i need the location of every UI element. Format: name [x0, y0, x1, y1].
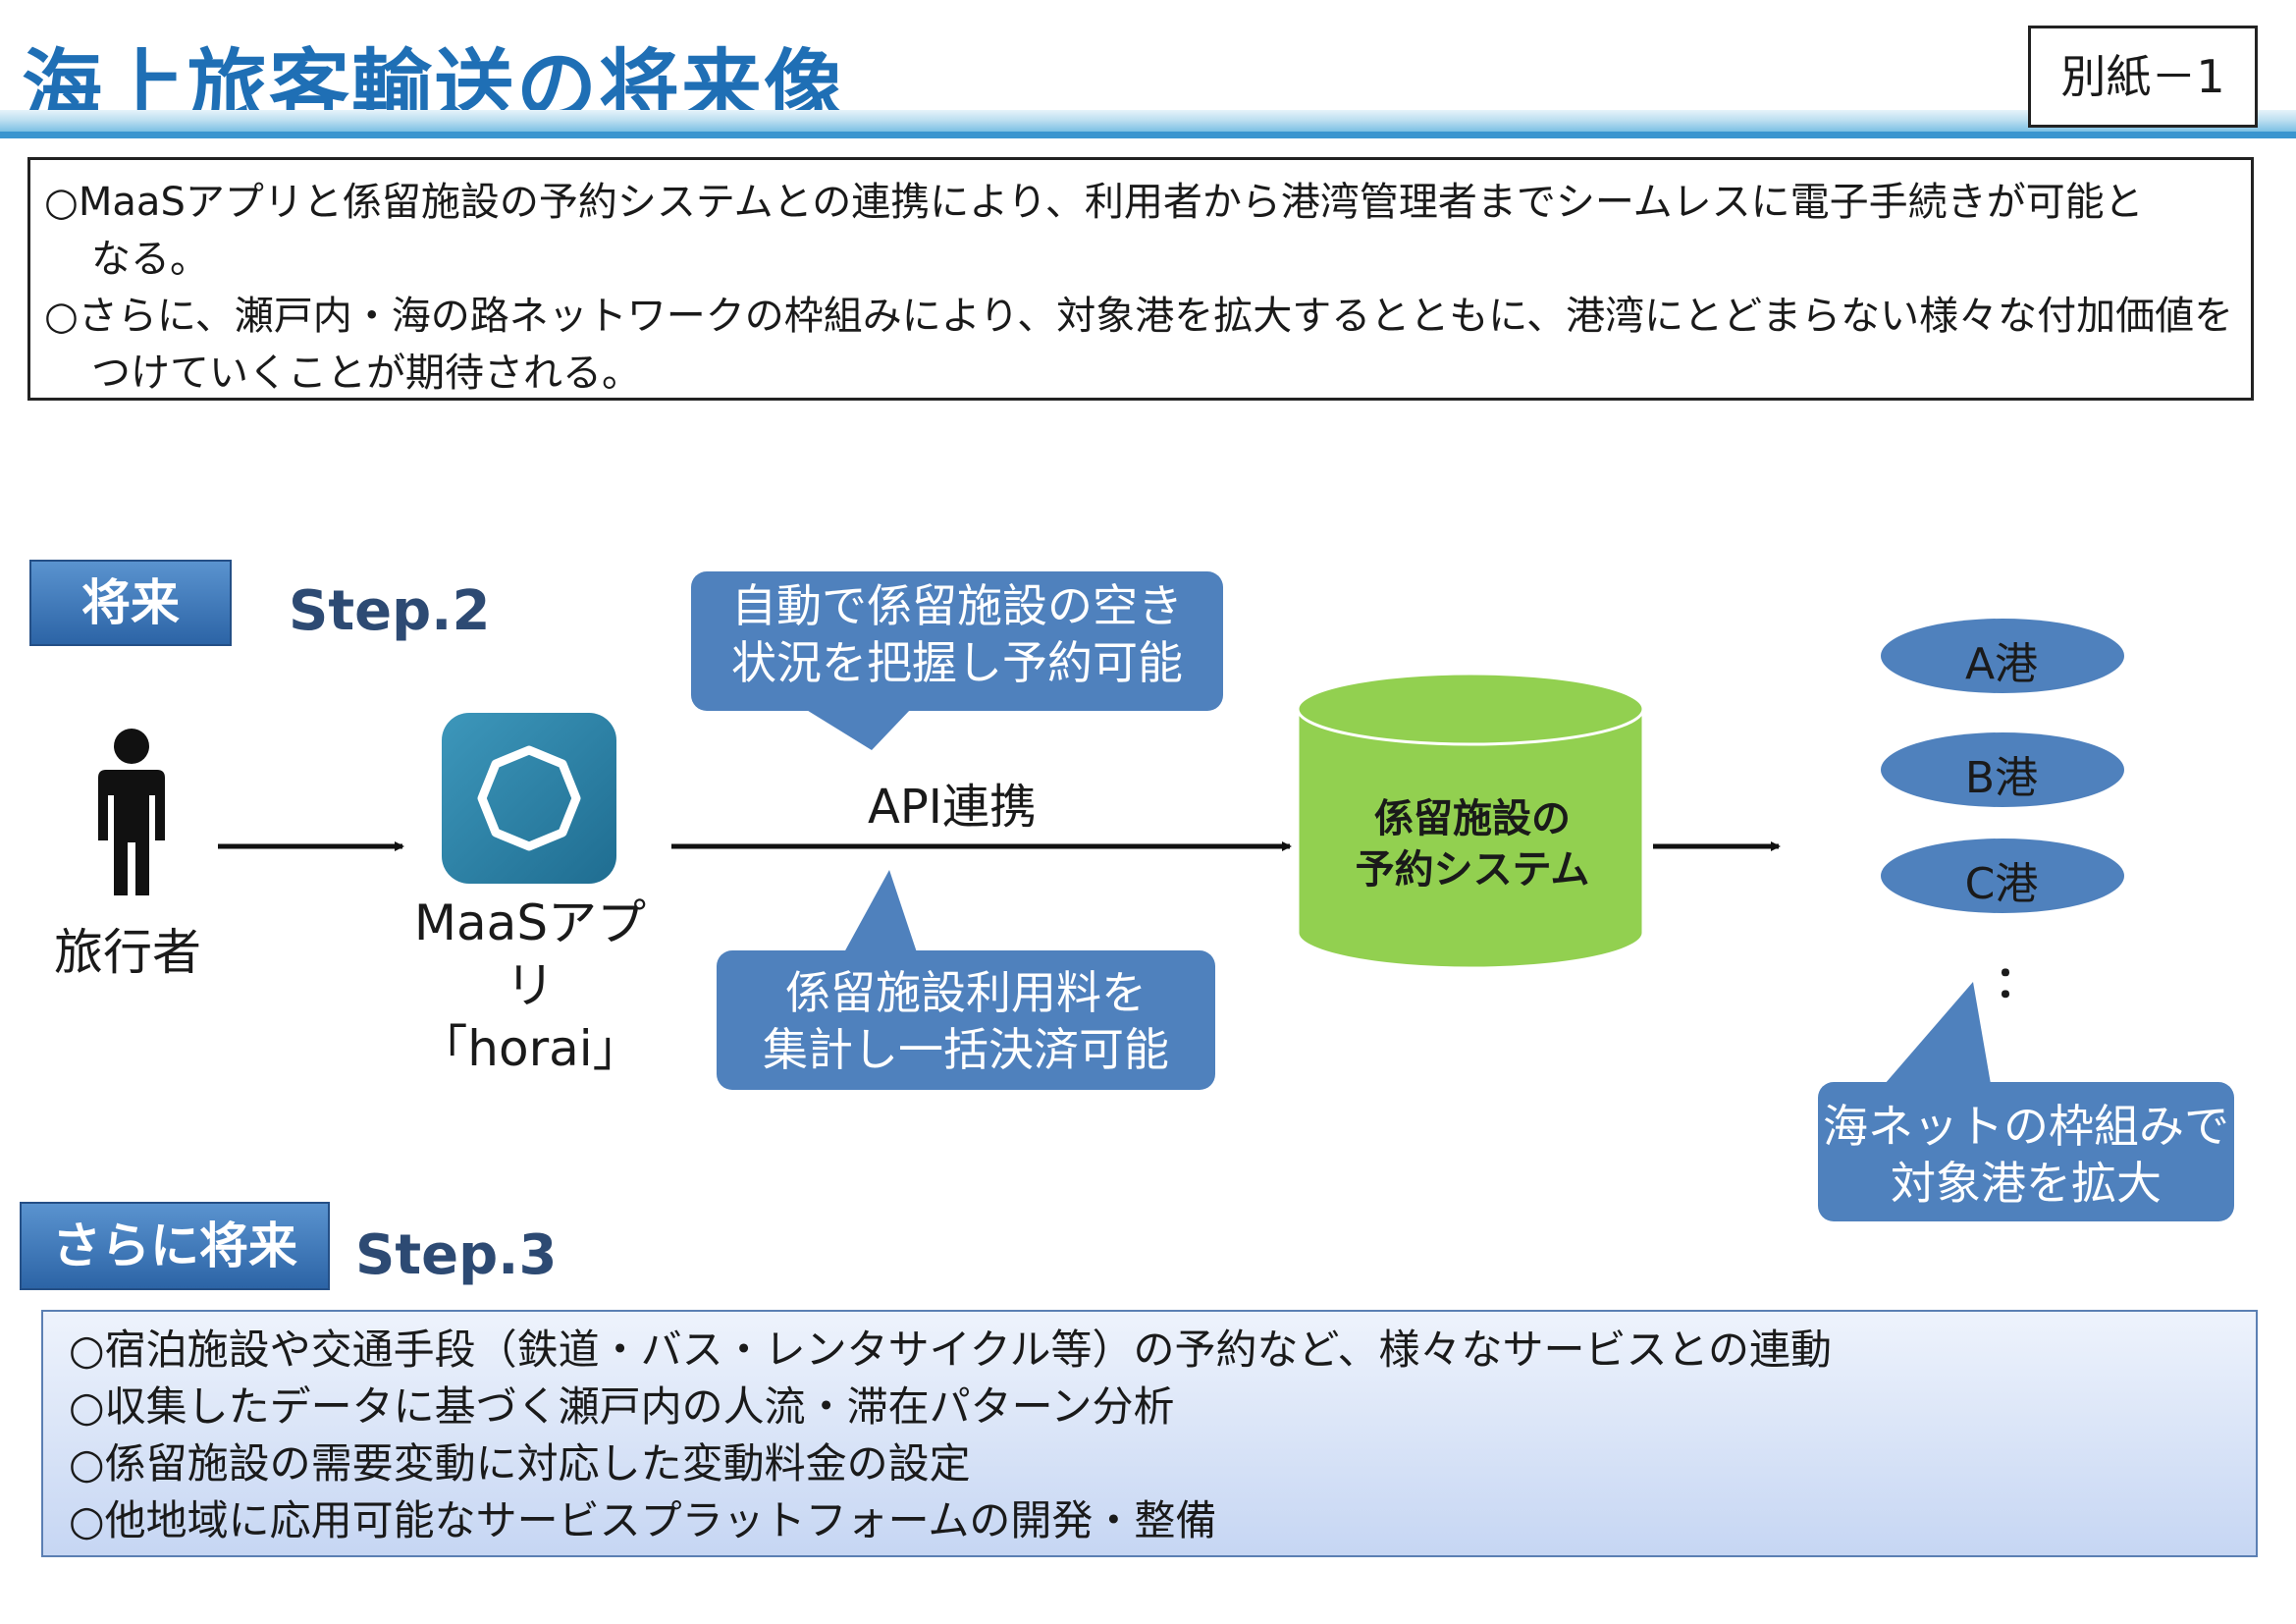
callout-batch-payment: [717, 870, 1215, 1090]
port-b-ellipse: [1881, 732, 2124, 807]
callout-line: 係留施設利用料を: [785, 966, 1147, 1019]
api-label: API連携: [868, 780, 1037, 835]
step3-item: ○係留施設の需要変動に対応した変動料金の設定: [69, 1439, 971, 1488]
step3-label: Step.3: [355, 1223, 558, 1287]
database-label-line: 係留施設の: [1374, 796, 1571, 841]
person-icon: [98, 729, 165, 895]
callout-line: 状況を把握し予約可能: [731, 636, 1183, 689]
callout-line: 集計し一括決済可能: [763, 1023, 1169, 1076]
port-c-label: C港: [1964, 859, 2039, 909]
port-c-ellipse: [1881, 839, 2124, 913]
callout-line: 海ネットの枠組みで: [1823, 1100, 2229, 1153]
app-name: MaaSアプリ: [413, 894, 647, 1014]
step3-items-box: ○宿泊施設や交通手段（鉄道・バス・レンタサイクル等）の予約など、様々なサービスと…: [41, 1310, 2258, 1557]
callout-network-expansion-text: 海ネットの枠組みで 対象港を拡大: [1818, 1098, 2234, 1212]
database-cylinder-icon: [1296, 672, 1645, 970]
ports-ellipsis: ：: [1995, 957, 2038, 1007]
callout-line: 自動で係留施設の空き: [731, 579, 1183, 632]
app-label: MaaSアプリ 「horai」: [393, 892, 667, 1080]
database-label: 係留施設の 予約システム: [1296, 793, 1649, 895]
app-subname: 「horai」: [418, 1020, 642, 1077]
future-tag: 将来: [29, 560, 232, 646]
summary-box: ○MaaSアプリと係留施設の予約システムとの連携により、利用者から港湾管理者まで…: [27, 157, 2254, 401]
port-a-ellipse: [1881, 619, 2124, 693]
callout-auto-reservation: [691, 571, 1223, 750]
attachment-label: 別紙－1: [2028, 26, 2258, 128]
callout-line: 対象港を拡大: [1891, 1157, 2162, 1210]
further-future-tag: さらに将来: [20, 1202, 330, 1290]
title-underline-band: [0, 110, 2296, 132]
step2-label: Step.2: [289, 579, 491, 643]
traveler-label: 旅行者: [54, 924, 201, 981]
summary-line: ○さらに、瀬戸内・海の路ネットワークの枠組みにより、対象港を拡大するとともに、港…: [44, 294, 2234, 339]
horai-app-icon: [442, 713, 616, 884]
title-underline: [0, 132, 2296, 138]
callout-auto-reservation-text: 自動で係留施設の空き 状況を把握し予約可能: [691, 577, 1223, 691]
step3-item: ○収集したデータに基づく瀬戸内の人流・滞在パターン分析: [69, 1382, 1175, 1431]
callout-network-expansion: [1818, 982, 2234, 1221]
summary-line: なる。: [91, 237, 209, 282]
callout-batch-payment-text: 係留施設利用料を 集計し一括決済可能: [717, 964, 1215, 1078]
port-a-label: A港: [1964, 639, 2039, 689]
step3-item: ○宿泊施設や交通手段（鉄道・バス・レンタサイクル等）の予約など、様々なサービスと…: [69, 1326, 1833, 1374]
database-label-line: 予約システム: [1355, 847, 1590, 893]
port-b-label: B港: [1964, 753, 2039, 803]
summary-line: つけていくことが期待される。: [91, 351, 641, 396]
summary-line: ○MaaSアプリと係留施設の予約システムとの連携により、利用者から港湾管理者まで…: [44, 180, 2144, 225]
step3-item: ○他地域に応用可能なサービスプラットフォームの開発・整備: [69, 1496, 1217, 1544]
